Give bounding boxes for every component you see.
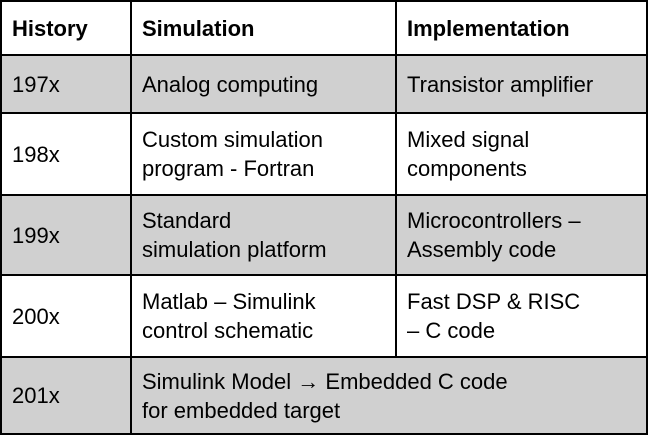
- cell-history: 197x: [12, 71, 60, 97]
- cell-implementation: Transistor amplifier: [395, 56, 646, 112]
- cell-simulation-merged: Simulink Model → Embedded C code for emb…: [130, 358, 646, 433]
- cell-history: 198x: [12, 141, 60, 167]
- cell-simulation: Standard simulation platform: [130, 196, 395, 274]
- cell-implementation: Microcontrollers – Assembly code: [395, 196, 646, 274]
- table-row-199x: 199x Standard simulation platform Microc…: [2, 196, 646, 276]
- header-simulation: Simulation: [130, 2, 395, 54]
- table-row-198x: 198x Custom simulation program - Fortran…: [2, 114, 646, 196]
- cell-implementation: Mixed signal components: [395, 114, 646, 194]
- cell-simulation: Matlab – Simulink control schematic: [130, 276, 395, 356]
- cell-implementation: Fast DSP & RISC – C code: [395, 276, 646, 356]
- cell-history: 200x: [12, 303, 60, 329]
- table-header-row: History Simulation Implementation: [2, 2, 646, 56]
- cell-simulation: Analog computing: [130, 56, 395, 112]
- cell-history: 199x: [12, 222, 60, 248]
- table-row-197x: 197x Analog computing Transistor amplifi…: [2, 56, 646, 114]
- cell-simulation: Custom simulation program - Fortran: [130, 114, 395, 194]
- cell-history: 201x: [12, 383, 60, 408]
- table-row-201x: 201x Simulink Model → Embedded C code fo…: [2, 358, 646, 433]
- header-history: History: [12, 15, 88, 41]
- header-implementation: Implementation: [395, 2, 646, 54]
- table-row-200x: 200x Matlab – Simulink control schematic…: [2, 276, 646, 358]
